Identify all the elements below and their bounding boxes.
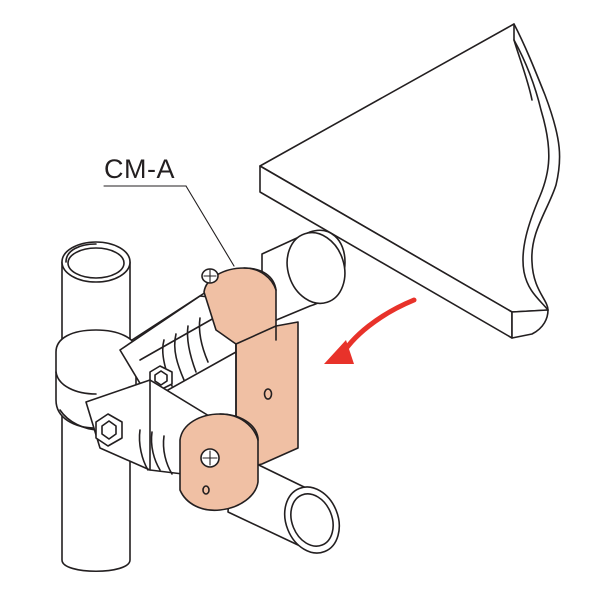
- shelf-panel: [259, 23, 561, 339]
- part-label-cm-a: CM-A: [104, 154, 175, 184]
- screw-lower: [200, 448, 220, 468]
- horizontal-pipe-upper: [261, 229, 346, 327]
- copper-bracket-cm-a: [179, 267, 299, 512]
- screw-upper: [201, 268, 219, 284]
- callout-leader: [103, 185, 235, 267]
- rotation-arrow: [324, 297, 417, 364]
